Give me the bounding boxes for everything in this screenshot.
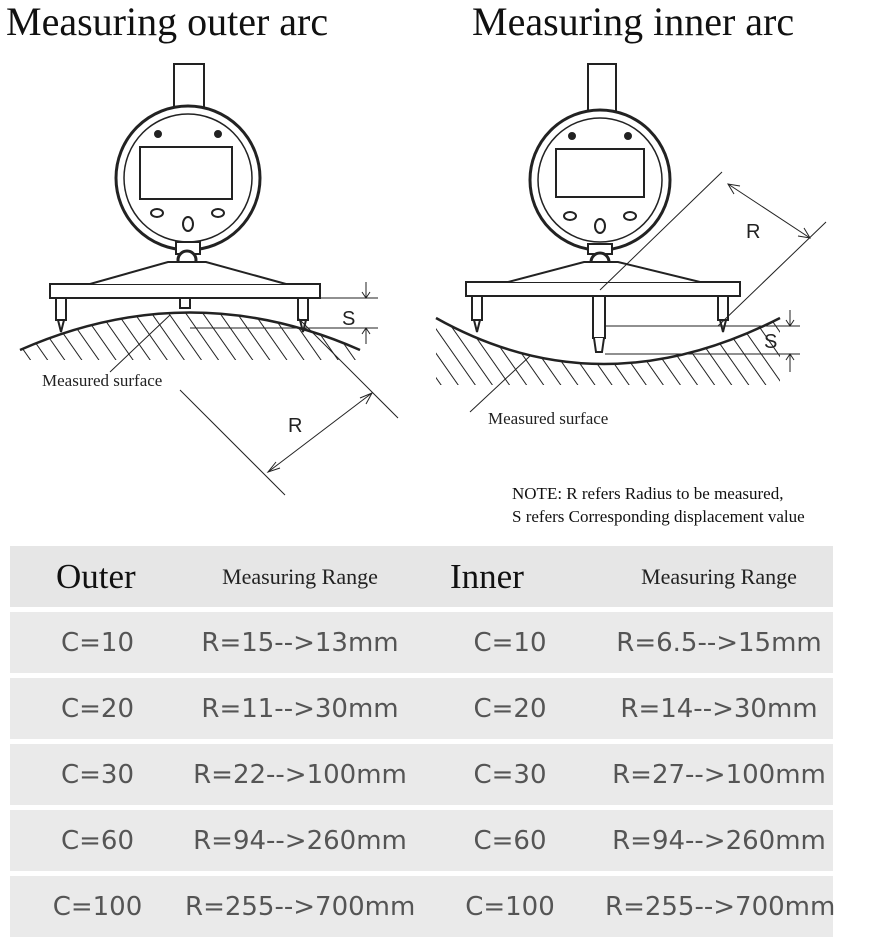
inner-arc-title: Measuring inner arc <box>472 0 795 44</box>
outer-c-cell: C=100 <box>52 891 143 922</box>
table-row: C=60 R=94-->260mm C=60 R=94-->260mm <box>10 810 833 871</box>
table-row: C=100 R=255-->700mm C=100 R=255-->700mm <box>10 876 836 937</box>
outer-range-cell: R=11-->30mm <box>201 693 399 724</box>
outer-display <box>139 146 233 200</box>
inner-gauge <box>435 63 827 413</box>
outer-range-cell: R=255-->700mm <box>185 891 416 922</box>
table-header-row: Outer Measuring Range Inner Measuring Ra… <box>10 546 833 607</box>
inner-range-cell: R=14-->30mm <box>620 693 818 724</box>
outer-surface-arc <box>19 311 361 352</box>
inner-surface-label: Measured surface <box>488 409 608 428</box>
gauge-diagrams: S R Measured surface S R Measured surfac… <box>19 63 827 496</box>
inner-range-cell: R=6.5-->15mm <box>616 627 822 658</box>
outer-gauge <box>19 63 399 496</box>
outer-c-cell: C=60 <box>60 825 135 856</box>
header-outer: Outer <box>56 556 136 596</box>
outer-range-cell: R=15-->13mm <box>201 627 399 658</box>
note-line-1: NOTE: R refers Radius to be measured, <box>512 484 784 503</box>
inner-c-cell: C=10 <box>473 627 547 658</box>
header-inner: Inner <box>450 556 524 596</box>
header-inner-range: Measuring Range <box>641 563 797 589</box>
inner-c-cell: C=20 <box>473 693 547 724</box>
outer-c-cell: C=30 <box>60 759 135 790</box>
inner-range-cell: R=255-->700mm <box>605 891 836 922</box>
outer-r-label: R <box>288 415 302 437</box>
inner-range-cell: R=27-->100mm <box>612 759 826 790</box>
table-row: C=30 R=22-->100mm C=30 R=27-->100mm <box>10 744 833 805</box>
inner-c-cell: C=60 <box>473 825 547 856</box>
outer-range-cell: R=22-->100mm <box>193 759 407 790</box>
outer-surface-label: Measured surface <box>42 371 162 390</box>
table-row: C=20 R=11-->30mm C=20 R=14-->30mm <box>10 678 833 739</box>
outer-arc-title: Measuring outer arc <box>6 0 329 44</box>
inner-c-cell: C=30 <box>473 759 547 790</box>
outer-c-cell: C=10 <box>60 627 135 658</box>
note-line-2: S refers Corresponding displacement valu… <box>512 507 805 526</box>
inner-range-cell: R=94-->260mm <box>612 825 826 856</box>
outer-base-bar <box>49 283 321 299</box>
inner-c-cell: C=100 <box>465 891 555 922</box>
table-row: C=10 R=15-->13mm C=10 R=6.5-->15mm <box>10 612 833 673</box>
outer-range-cell: R=94-->260mm <box>193 825 407 856</box>
inner-r-label: R <box>746 221 760 243</box>
outer-s-label: S <box>342 308 355 330</box>
header-outer-range: Measuring Range <box>222 563 378 589</box>
range-table: Outer Measuring Range Inner Measuring Ra… <box>10 546 836 942</box>
inner-s-label: S <box>764 331 777 353</box>
outer-c-cell: C=20 <box>60 693 135 724</box>
